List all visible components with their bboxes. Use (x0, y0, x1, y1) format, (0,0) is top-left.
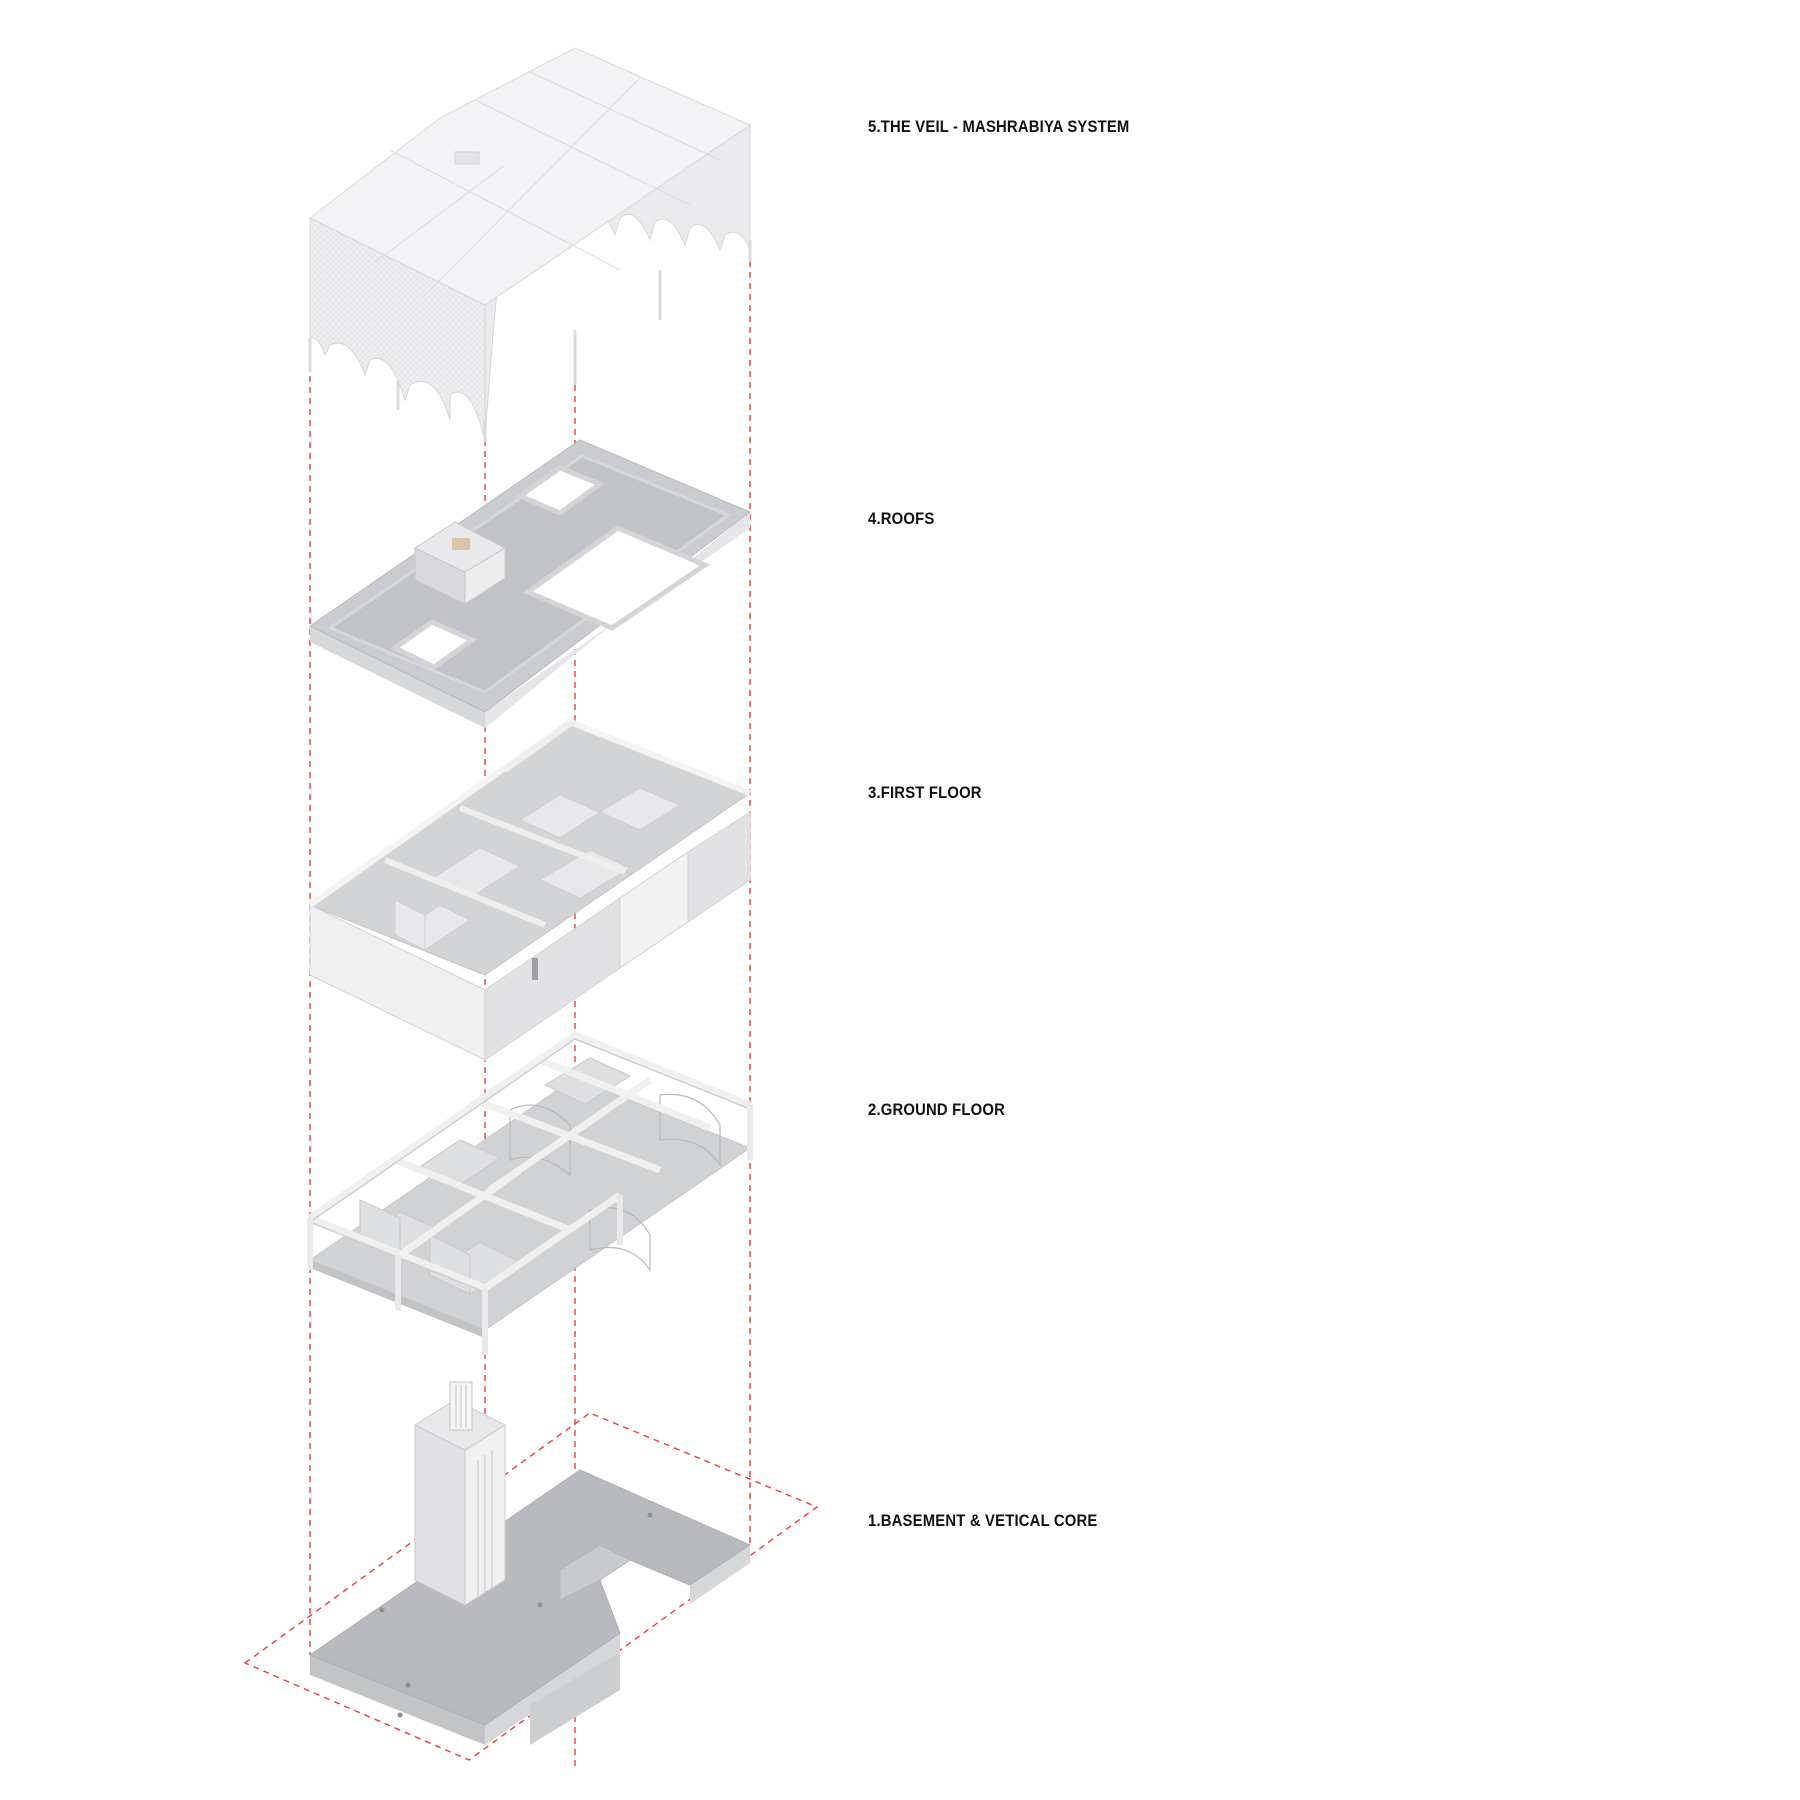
veil-columns (308, 240, 752, 442)
basement-front-side (310, 1655, 485, 1745)
veil-skylight (454, 151, 480, 165)
ground-floor-columns (307, 1105, 753, 1355)
basement-layer (308, 1381, 752, 1745)
roof-slab-front-side (310, 626, 485, 728)
core-elevator-rails (455, 1385, 493, 1595)
ground-floor-glazing (509, 1093, 721, 1272)
ground-floor-layer (307, 1031, 753, 1355)
site-boundary-outline (243, 1412, 819, 1761)
veil-top (309, 47, 752, 306)
basement-bolts (379, 1512, 653, 1718)
roof-front-opening (390, 619, 478, 670)
basement-side-a (485, 1633, 620, 1745)
label-basement-core: 1.BASEMENT & VETICAL CORE (868, 1512, 1098, 1530)
first-floor-window (532, 958, 538, 980)
roofs-layer (309, 439, 751, 728)
veil-layer (308, 47, 752, 442)
roof-rear-opening (514, 465, 606, 516)
veil-panel-grid (374, 71, 721, 291)
label-roofs: 4.ROOFS (868, 510, 935, 528)
label-veil-mashrabiya: 5.THE VEIL - MASHRABIYA SYSTEM (868, 118, 1130, 136)
core-front-face (414, 1424, 466, 1606)
label-ground-floor: 2.GROUND FLOOR (868, 1101, 1005, 1119)
roof-core-skylight (452, 538, 470, 550)
veil-front-face (309, 217, 486, 441)
first-floor-beams (383, 717, 627, 928)
roof-courtyard-opening (522, 525, 711, 631)
basement-pit-side (530, 1652, 620, 1745)
ground-floor-beam-frame (308, 1031, 752, 1292)
label-first-floor: 3.FIRST FLOOR (868, 784, 982, 802)
basement-side-b (690, 1545, 750, 1604)
first-floor-layer (308, 717, 752, 1061)
basement-recess (559, 1544, 631, 1601)
first-floor-side-wall-return (619, 851, 689, 969)
